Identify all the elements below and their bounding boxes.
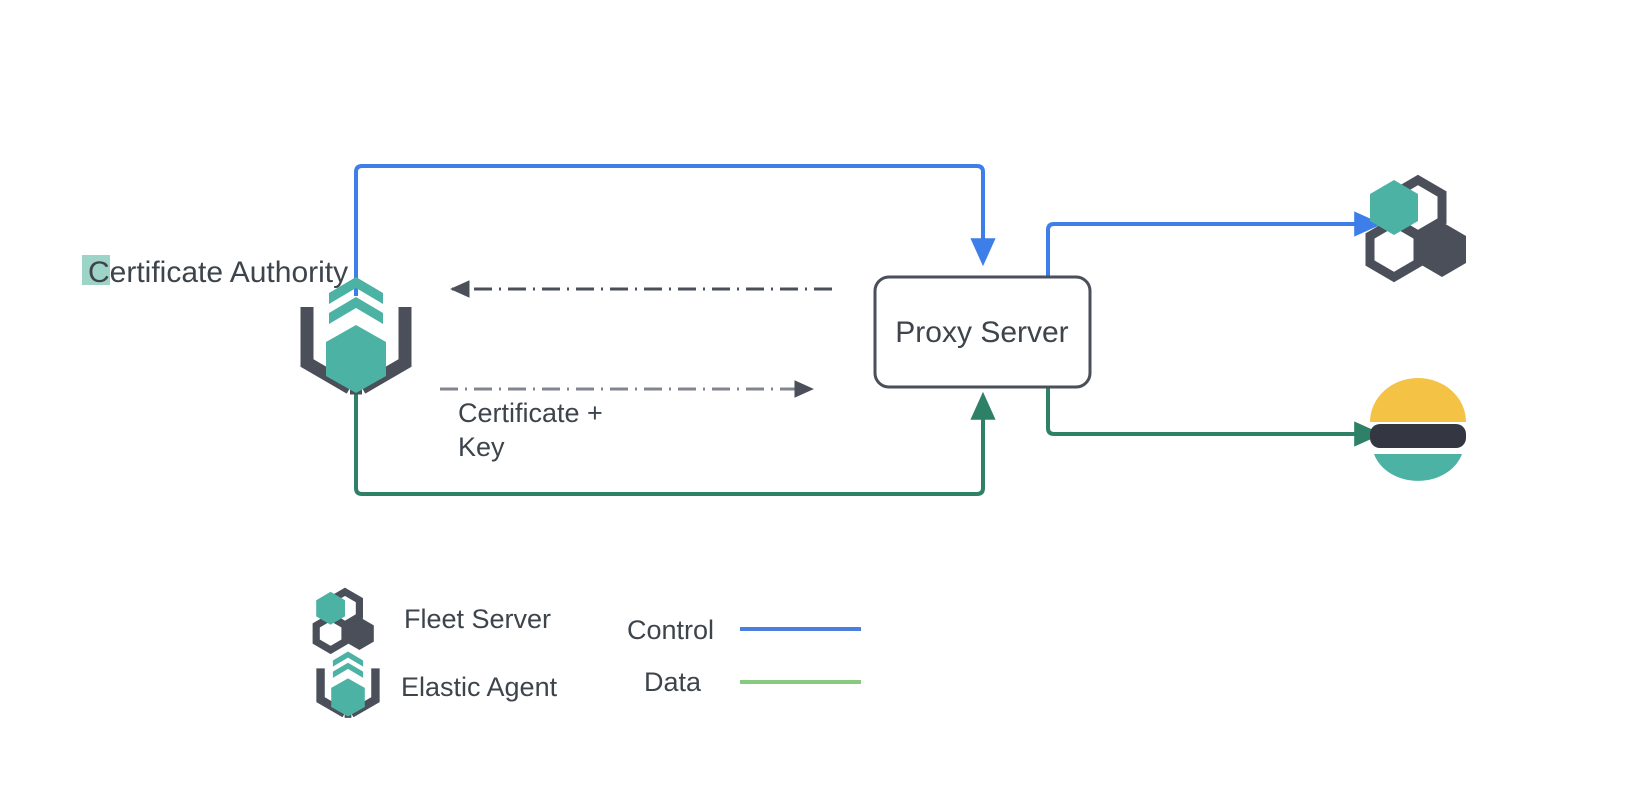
elasticsearch-icon [1370, 378, 1466, 481]
edge-data-agent-to-proxy [354, 382, 996, 496]
legend-item-control: Control [627, 615, 861, 645]
node-proxy-server[interactable]: Proxy Server [873, 275, 1092, 389]
legend-fleet-server-label: Fleet Server [404, 604, 551, 634]
node-certificate-authority[interactable]: Certificate Authority [82, 255, 348, 289]
edge-control-proxy-to-fleet [1046, 211, 1383, 277]
ca-label: Certificate Authority [88, 256, 348, 289]
proxy-server-box [873, 275, 1092, 389]
proxy-server-label: Proxy Server [895, 316, 1068, 349]
legend-item-elastic-agent: Elastic Agent [316, 651, 558, 718]
edge-control-agent-to-proxy [354, 164, 996, 296]
legend-item-fleet-server: Fleet Server [312, 587, 551, 655]
legend-fleet-server-icon [312, 587, 374, 655]
edge-data-proxy-to-elasticsearch [1046, 386, 1383, 447]
ca-label-highlight [82, 255, 110, 285]
legend-item-data: Data [644, 667, 861, 697]
legend-data-label: Data [644, 667, 702, 697]
legend-control-label: Control [627, 615, 714, 645]
edge-label-certificate-key-line1: Certificate + [458, 398, 603, 428]
edge-label-certificate-key-line2: Key [458, 432, 505, 462]
elastic-agent-icon [300, 277, 412, 395]
legend-elastic-agent-label: Elastic Agent [401, 672, 558, 702]
fleet-server-icon [1365, 174, 1466, 283]
legend-elastic-agent-icon [316, 651, 380, 718]
